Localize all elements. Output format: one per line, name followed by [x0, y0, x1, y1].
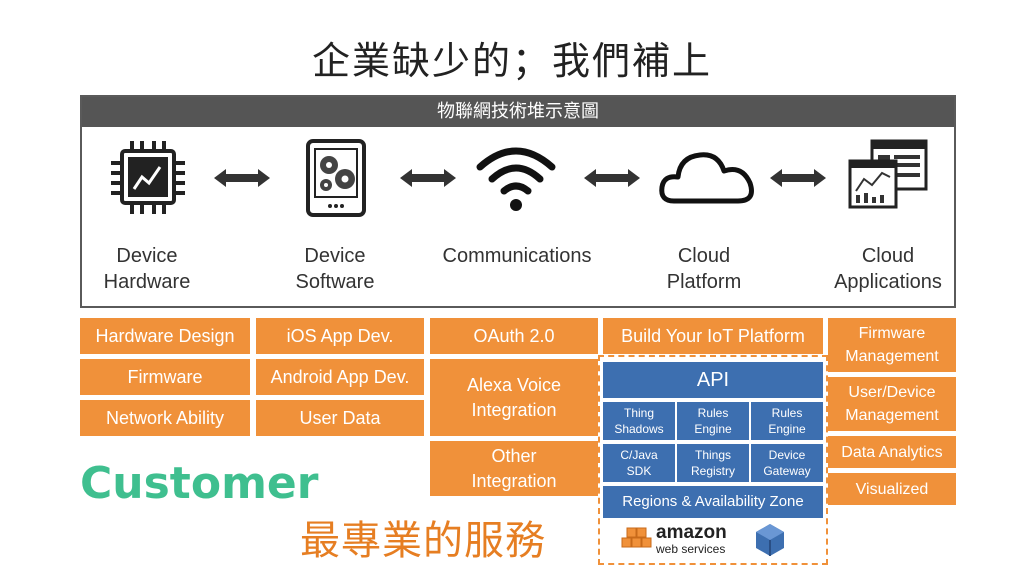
cloud-icon	[659, 152, 754, 204]
android-app-box: Android App Dev.	[256, 359, 424, 395]
device-gateway-box: Device Gateway	[751, 444, 823, 482]
things-registry-box: Things Registry	[677, 444, 749, 482]
aws-logo-text: amazon	[656, 522, 727, 543]
thing-shadows-box: Thing Shadows	[603, 402, 675, 440]
aws-platform-dashed-frame	[598, 355, 828, 565]
column-label-communications: Communications	[442, 245, 592, 267]
c-java-sdk-box: C/Java SDK	[603, 444, 675, 482]
firmware-management-box: Firmware Management	[828, 318, 956, 372]
ios-app-box: iOS App Dev.	[256, 318, 424, 354]
api-box: API	[603, 362, 823, 398]
visualized-box: Visualized	[828, 473, 956, 505]
other-integration-box: Other Integration	[430, 441, 598, 496]
customer-label: Customer	[80, 458, 319, 509]
chip-icon	[111, 141, 185, 214]
wifi-icon	[476, 147, 556, 211]
user-device-management-box: User/Device Management	[828, 377, 956, 431]
panel-header: 物聯網技術堆示意圖	[82, 97, 954, 127]
network-ability-box: Network Ability	[80, 400, 250, 436]
aws-iot-icon	[756, 524, 784, 556]
data-analytics-box: Data Analytics	[828, 436, 956, 468]
firmware-box: Firmware	[80, 359, 250, 395]
rules-engine-box-2: Rules Engine	[751, 402, 823, 440]
applications-icon	[848, 139, 928, 209]
tablet-gears-icon	[306, 139, 366, 217]
regions-availability-box: Regions & Availability Zone	[603, 486, 823, 518]
rules-engine-box: Rules Engine	[677, 402, 749, 440]
alexa-voice-box: Alexa Voice Integration	[430, 359, 598, 436]
user-data-box: User Data	[256, 400, 424, 436]
build-iot-platform-box: Build Your IoT Platform	[603, 318, 823, 354]
double-arrow-icon	[400, 169, 456, 187]
double-arrow-icon	[584, 169, 640, 187]
slide-title: 企業缺少的；我們補上	[311, 39, 712, 83]
double-arrow-icon	[770, 169, 826, 187]
service-label: 最專業的服務	[300, 518, 546, 564]
double-arrow-icon	[214, 169, 270, 187]
oauth-box: OAuth 2.0	[430, 318, 598, 354]
aws-cubes-icon	[621, 527, 652, 548]
aws-logo-subtext: web services	[656, 542, 726, 556]
hardware-design-box: Hardware Design	[80, 318, 250, 354]
